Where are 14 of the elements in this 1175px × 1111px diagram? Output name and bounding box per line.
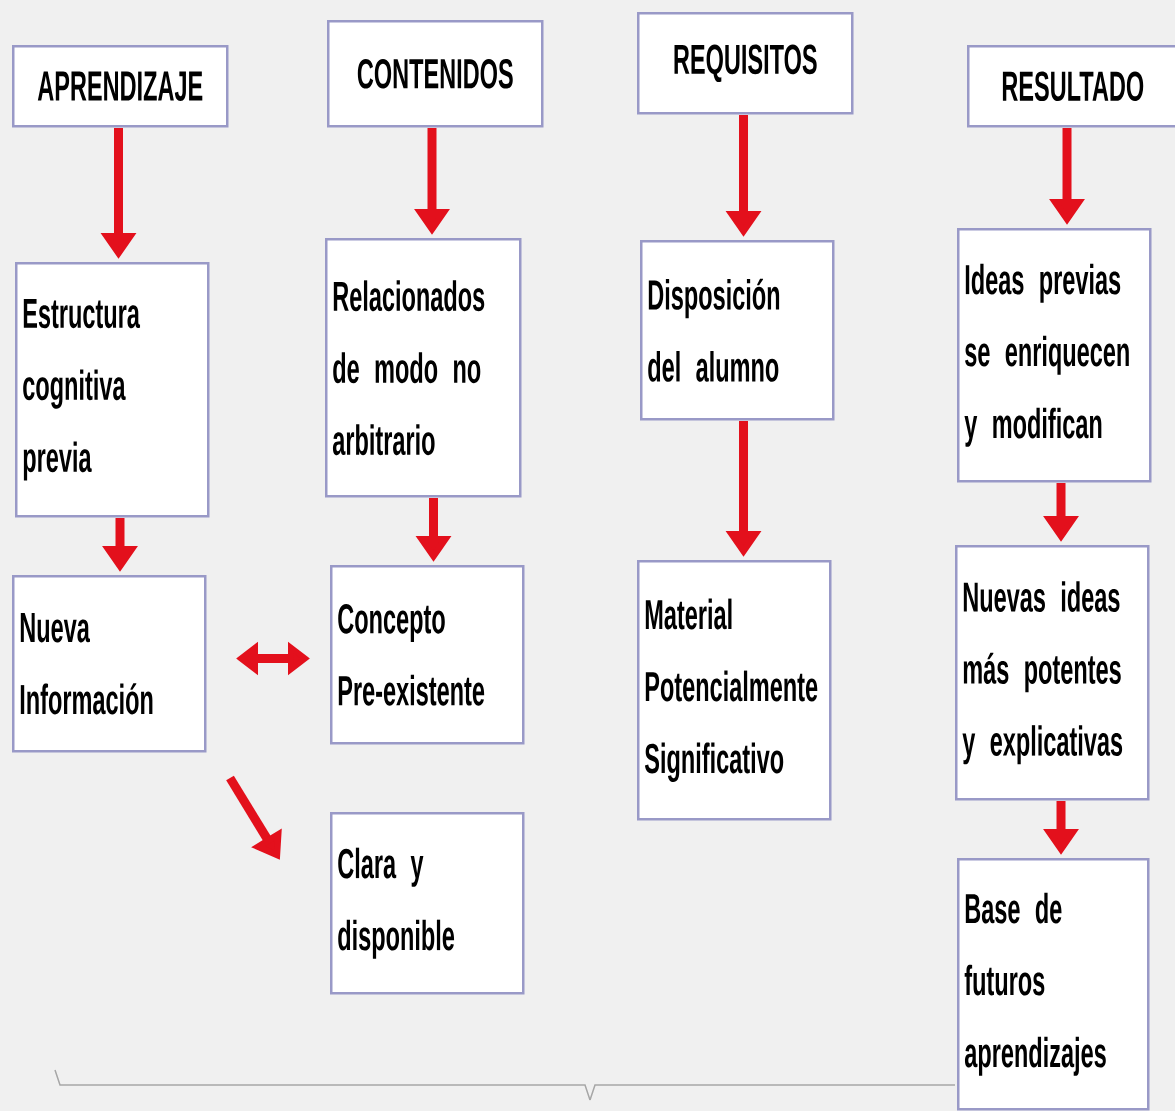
text-box: Material Potencialmente Significativo (637, 560, 832, 821)
heading-box: RESULTADO (967, 45, 1175, 128)
heading-box: APRENDIZAJE (12, 45, 229, 128)
text-box: Estructura cognitiva previa (15, 262, 210, 518)
text-box: Ideas previas se enriquecen y modifican (957, 228, 1152, 483)
text-box: Nuevas ideas más potentes y explicativas (955, 545, 1150, 801)
heading-box: REQUISITOS (637, 12, 854, 115)
text-box: Relacionados de modo no arbitrario (325, 238, 522, 498)
text-box: Nueva Información (12, 575, 207, 753)
text-box: Disposición del alumno (640, 240, 835, 421)
text-box: Clara y disponible (330, 812, 525, 995)
heading-box: CONTENIDOS (327, 20, 544, 128)
text-box: Concepto Pre-existente (330, 565, 525, 745)
text-box: Base de futuros aprendizajes (957, 858, 1150, 1111)
